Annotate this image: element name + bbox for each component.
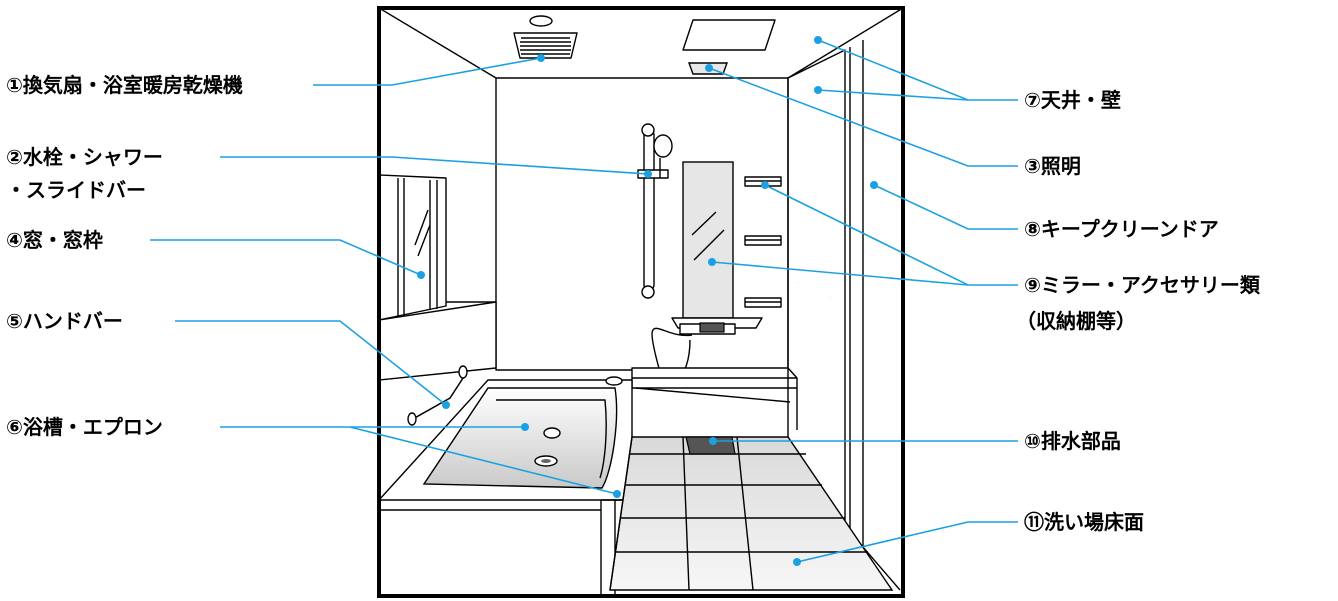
label-drain: ⑩排水部品 — [1024, 429, 1121, 453]
window-icon — [379, 175, 446, 320]
label-handbar: ⑤ハンドバー — [6, 309, 123, 333]
label-faucet-line1: ②水栓・シャワー — [6, 145, 163, 169]
label-mirror-line1: ⑨ミラー・アクセサリー類 — [1024, 273, 1261, 297]
ventilation-fan-icon — [514, 16, 577, 58]
label-light: ③照明 — [1024, 154, 1081, 178]
faucet-icon — [672, 318, 762, 334]
storage-shelf-icon — [745, 177, 781, 307]
label-faucet-line2: ・スライドバー — [6, 178, 146, 202]
label-door: ⑧キープクリーンドア — [1024, 217, 1219, 241]
label-ceiling: ⑦天井・壁 — [1024, 88, 1121, 112]
bathroom-illustration — [379, 8, 903, 596]
mirror-icon — [683, 162, 733, 318]
label-mirror-line2: （収納棚等） — [1016, 309, 1136, 333]
label-tub: ⑥浴槽・エプロン — [6, 415, 163, 439]
label-fan: ①換気扇・浴室暖房乾燥機 — [6, 73, 243, 97]
label-floor: ⑪洗い場床面 — [1024, 510, 1144, 534]
ceiling-hatch — [683, 20, 775, 50]
label-window: ④窓・窓枠 — [6, 228, 103, 252]
bathtub-icon — [379, 377, 632, 595]
